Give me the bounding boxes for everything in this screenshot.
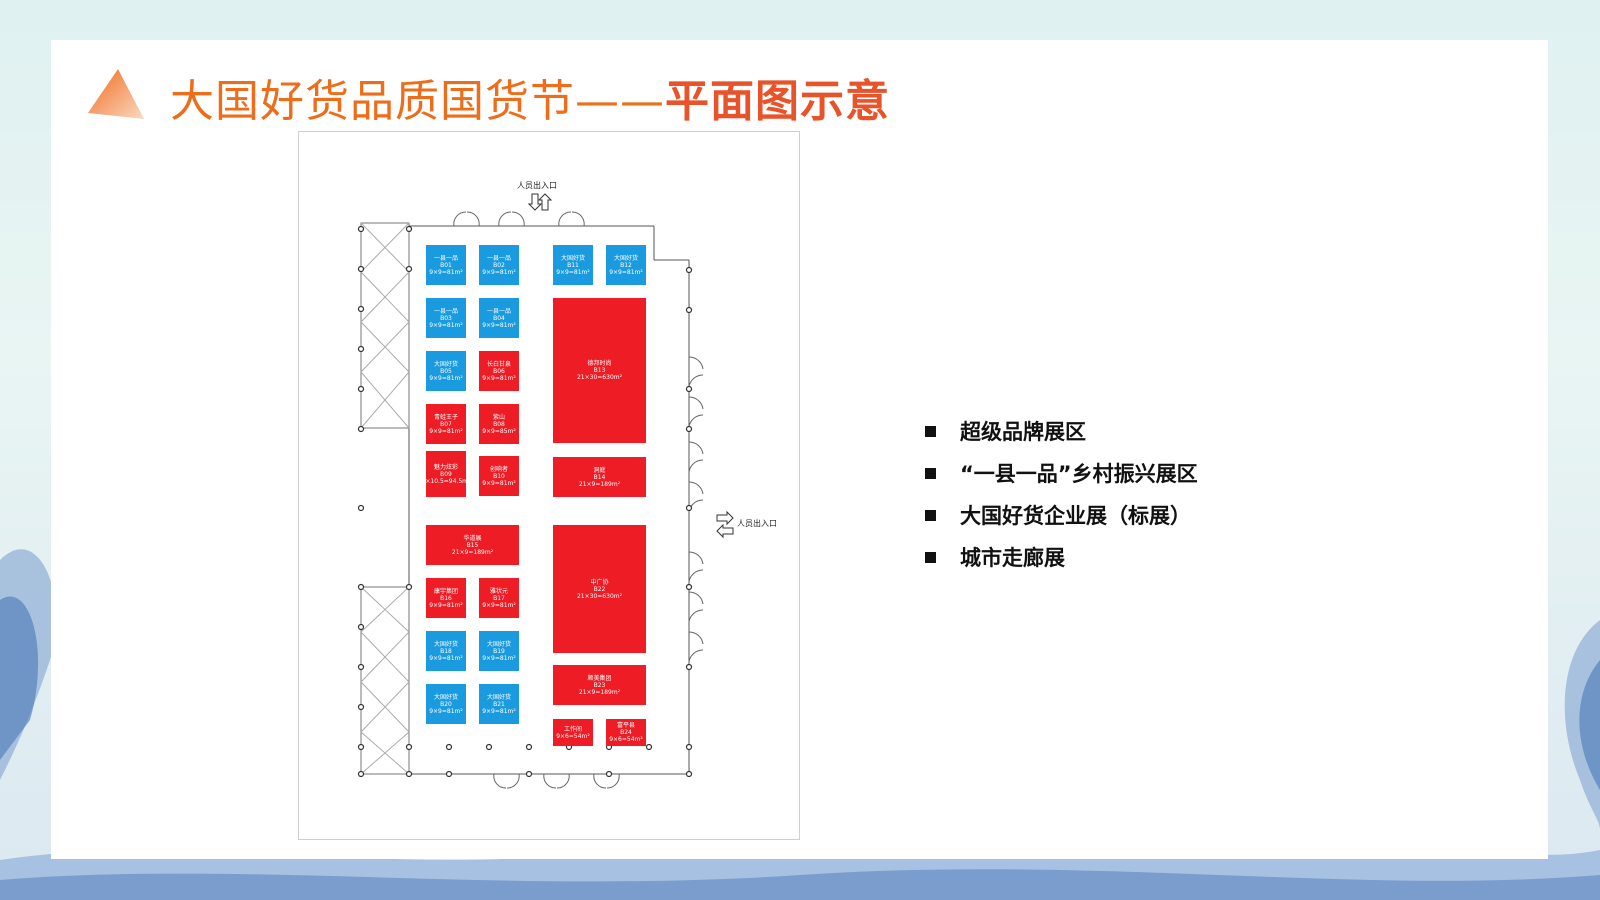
column-left-11 [357, 703, 365, 711]
entrance-top-label: 人员出入口 [517, 181, 557, 190]
column-right-2 [685, 306, 693, 314]
column-mid-2 [485, 743, 493, 751]
corridor-block-upper [360, 222, 410, 429]
legend-item-label: “一县一品”乡村振兴展区 [960, 462, 1198, 486]
column-inner-2 [405, 265, 413, 273]
square-bullet-icon [925, 509, 936, 521]
column-mid-6 [645, 743, 653, 751]
square-bullet-icon [925, 467, 936, 479]
legend-item-label: 城市走廊展 [960, 546, 1065, 570]
column-left-3 [357, 305, 365, 313]
column-left-9 [357, 623, 365, 631]
entrance-arrow-right [716, 510, 734, 539]
square-bullet-icon [925, 551, 936, 563]
title-bar: 大国好货品质国货节——平面图示意 [84, 62, 890, 132]
column-right-4 [685, 425, 693, 433]
column-bottom-2 [525, 770, 533, 778]
page-title: 大国好货品质国货节——平面图示意 [170, 76, 890, 127]
floor-plan-drawing [357, 193, 734, 789]
column-right-7 [685, 663, 693, 671]
column-left-13 [357, 770, 365, 778]
column-bottom-1 [445, 770, 453, 778]
column-right-8 [685, 743, 693, 751]
column-left-6 [357, 425, 365, 433]
column-mid-3 [525, 743, 533, 751]
legend-item-city-corridor: 城市走廊展 [925, 536, 1198, 578]
entrance-arrow-up-top [537, 193, 553, 211]
legend-item-label: 大国好货企业展（标展） [960, 504, 1191, 528]
column-left-12 [357, 743, 365, 751]
column-bottom-4 [685, 770, 693, 778]
column-left-4 [357, 345, 365, 353]
column-left-1 [357, 225, 365, 233]
corridor-block-lower [360, 586, 410, 775]
square-bullet-icon [925, 425, 936, 437]
column-right-1 [685, 266, 693, 274]
column-right-5 [685, 504, 693, 512]
column-left-10 [357, 663, 365, 671]
entrance-arrow-down-top [527, 193, 543, 211]
column-left-5 [357, 385, 365, 393]
column-mid-1 [445, 743, 453, 751]
legend-item-rural: “一县一品”乡村振兴展区 [925, 452, 1198, 494]
column-left-8 [357, 583, 365, 591]
column-left-7 [357, 504, 365, 512]
column-left-2 [357, 265, 365, 273]
column-right-3 [685, 385, 693, 393]
triangle-icon [88, 69, 144, 119]
legend-item-label: 超级品牌展区 [960, 420, 1086, 444]
column-inner-1 [405, 225, 413, 233]
column-right-6 [685, 583, 693, 591]
legend-item-enterprise: 大国好货企业展（标展） [925, 494, 1198, 536]
entrance-right-label: 人员出入口 [737, 519, 777, 528]
column-inner-3 [405, 583, 413, 591]
column-inner-5 [405, 770, 413, 778]
column-inner-4 [405, 743, 413, 751]
legend-item-super-brand: 超级品牌展区 [925, 410, 1198, 452]
zone-legend: 超级品牌展区 “一县一品”乡村振兴展区 大国好货企业展（标展） 城市走廊展 [925, 410, 1198, 578]
column-bottom-3 [605, 770, 613, 778]
